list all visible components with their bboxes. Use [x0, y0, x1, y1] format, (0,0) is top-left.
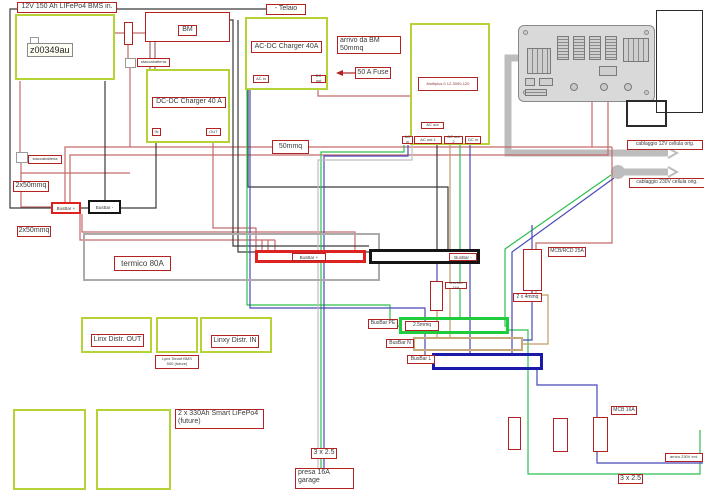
mcb16-label: MCB 16A	[611, 406, 637, 415]
mcb16-breaker	[593, 417, 608, 452]
spare-breaker-2	[508, 417, 521, 450]
hover-tooltip: z00349au	[27, 43, 73, 57]
wire-3x25-right-label: 3 x 2.5	[618, 474, 643, 484]
telaio-label: - Telaio	[266, 4, 306, 15]
linxy-distr-in-label: Linxy Distr. IN	[211, 335, 259, 348]
bm-outer-box	[145, 12, 230, 42]
multiplus-conn-1: AC in	[402, 135, 413, 144]
fuse-slot	[525, 78, 535, 86]
cablaggio-12v-label: cablaggio 12V cellula orig.	[627, 140, 703, 150]
linx-distr-out-label: Linx Distr. OUT	[91, 334, 144, 347]
wire-2x4mmq-label: 2 x 4mmq	[513, 293, 542, 302]
busbar-pe-label: BusBar PE	[368, 319, 398, 329]
fuse50-label: 50 A Fuse	[355, 67, 391, 79]
acdc-conn-in: AC in	[253, 75, 269, 83]
round-terminal	[624, 83, 632, 91]
screw-icon	[644, 30, 649, 35]
busbar-n-label: BusBar N	[386, 339, 414, 348]
connector-block	[623, 38, 649, 62]
lynx-smart-bms-label: Lynx Smart BMS 500 (future)	[155, 355, 199, 369]
gray-cable-bundle	[504, 54, 668, 176]
acdc-charger-label: AC-DC Charger 40A	[251, 41, 322, 53]
staccabatteria-switch-top	[125, 58, 136, 68]
wire-2x50mmq-bottom-label: 2x50mmq	[17, 226, 51, 237]
gray-arrowheads	[667, 147, 680, 178]
future-battery-label: 2 x 330Ah Smart LiFePo4 (future)	[175, 409, 264, 429]
termico16-breaker	[430, 281, 443, 311]
busbar-plus-small: BusBar +	[51, 202, 81, 214]
terminal-strip	[605, 36, 617, 60]
multiplus-label: Multiplus II 12-3000-120	[418, 77, 478, 91]
dcdc-conn-in: IN	[152, 128, 161, 136]
termico80-label: termico 80A	[114, 256, 171, 271]
staccabatteria-switch-left	[16, 152, 28, 163]
terminal-strip	[557, 36, 569, 60]
multiplus-conn-4: DC in	[465, 136, 481, 144]
busbar-pe-plate	[399, 317, 509, 334]
gray-thin-wire	[317, 145, 413, 469]
acdc-conn-out: DC out	[311, 74, 326, 83]
terminal-strip	[589, 36, 601, 60]
arrivo-230v-label: arrivo 230V ext.	[665, 453, 703, 462]
busbar-l-plate	[432, 353, 543, 370]
busbar-minus-main-label: BusBar -	[449, 253, 477, 261]
connector-small	[599, 66, 617, 76]
presa-garage-label: presa 16A garage	[295, 468, 354, 489]
red-12v-wires	[19, 32, 613, 251]
staccabatteria-left-label: staccabatteria	[28, 155, 62, 164]
terminal-row	[525, 89, 547, 96]
staccabatteria-top-label: staccabatteria	[137, 58, 170, 67]
future-battery-2-box	[96, 409, 171, 490]
tan-neutral-wires	[436, 145, 549, 345]
busbar-n-plate	[413, 337, 523, 351]
arrivo-bm-label: arrivo da BM 50mmq	[337, 36, 401, 54]
mcb-rcd-breaker	[523, 249, 542, 291]
cable-junction-dot	[611, 165, 625, 179]
screw-icon	[644, 90, 649, 95]
right-frame-box	[656, 10, 703, 113]
linxy-distr-in-box	[200, 317, 272, 353]
busbar-l-label: BusBar L	[407, 355, 435, 364]
termico16-label: termico 16A	[445, 280, 467, 289]
busbar-pe-size-label: 2.5mmq	[405, 321, 439, 331]
lynx-smart-bms-box	[156, 317, 198, 353]
linx-distr-out-box	[81, 317, 152, 353]
cablaggio-230v-label: cablaggio 230V cellula orig.	[629, 178, 704, 188]
wire-50mmq-label: 50mmq	[272, 140, 309, 154]
bm-label: BM	[178, 25, 197, 36]
spare-breaker-1	[553, 418, 568, 452]
multiplus-conn-top: AC out	[421, 122, 444, 129]
future-battery-1-box	[13, 409, 86, 490]
junction-box	[626, 100, 667, 127]
relay-block	[527, 48, 551, 74]
fuse-arrow	[336, 70, 355, 76]
dcdc-charger-label: DC-DC Charger 40 A	[152, 97, 226, 108]
busbar-plus-main-label: BusBar +	[292, 253, 326, 261]
multiplus-conn-3: AC out 2	[444, 135, 463, 144]
wire-2x50mmq-top-label: 2x50mmq	[13, 181, 49, 192]
fuse-slot	[539, 78, 553, 86]
wire-3x25-left-label: 3 x 2.5	[311, 448, 337, 459]
round-terminal	[570, 83, 578, 91]
battery-title-label: 12V 150 Ah LIFePo4 BMS in.	[17, 2, 117, 13]
terminal-strip	[573, 36, 585, 60]
multiplus-conn-2: AC out 1	[414, 136, 442, 144]
mcb-rcd-label: MCB/RCD 25A	[548, 247, 586, 257]
distribution-panel-graphic	[518, 25, 655, 102]
dcdc-conn-out: OUT	[206, 128, 221, 136]
round-terminal	[600, 83, 608, 91]
busbar-minus-small: BusBar -	[88, 200, 121, 214]
screw-icon	[523, 30, 528, 35]
battery-fuse	[124, 22, 133, 45]
